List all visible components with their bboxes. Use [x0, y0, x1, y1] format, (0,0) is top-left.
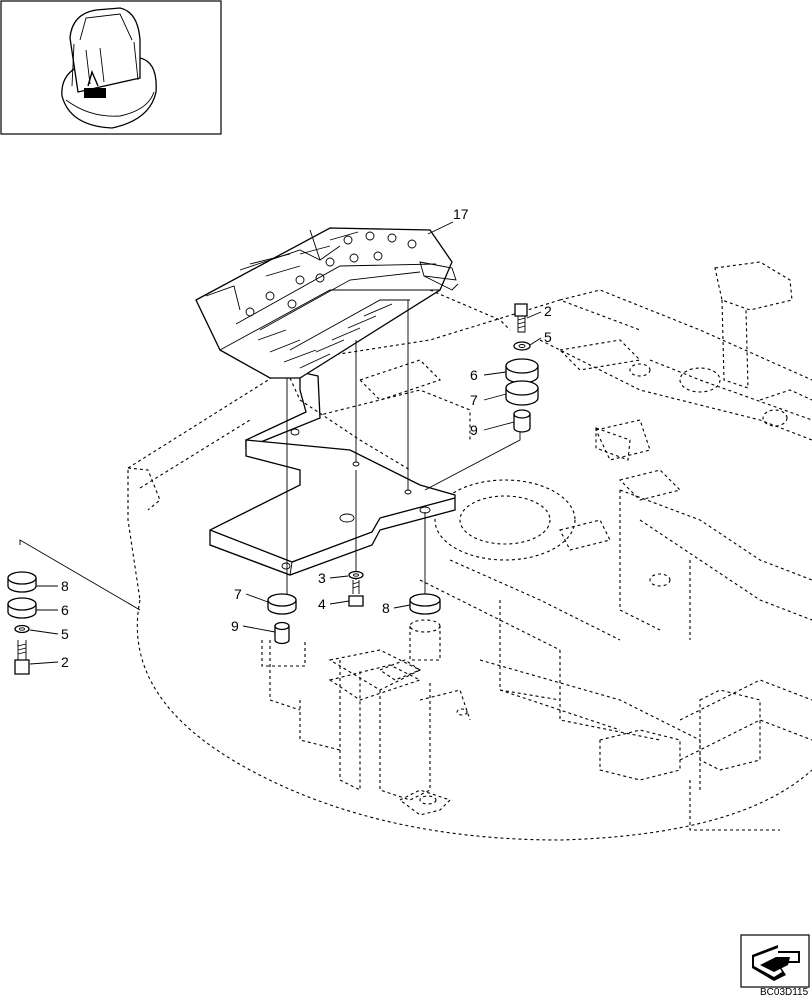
lower-mounts [261, 593, 441, 667]
callout-center-8: 8 [382, 600, 390, 616]
callout-leaders [29, 221, 542, 665]
callout-center-7: 7 [234, 586, 242, 602]
callout-right-5: 5 [544, 329, 552, 345]
center-fastener-stack [348, 570, 364, 607]
callout-labels: 17 2 5 6 7 9 3 4 7 9 8 8 6 5 2 [61, 206, 552, 670]
orientation-arrow-icon [740, 934, 810, 988]
left-mount-stack [7, 571, 37, 675]
callout-left-5: 5 [61, 626, 69, 642]
callout-center-3: 3 [318, 570, 326, 586]
callout-center-9: 9 [231, 618, 239, 634]
right-mount-stack [505, 303, 539, 433]
callout-left-8: 8 [61, 578, 69, 594]
callout-left-6: 6 [61, 602, 69, 618]
callout-right-6: 6 [470, 367, 478, 383]
control-valve-bank [195, 227, 459, 379]
mounting-plate [209, 371, 456, 576]
callout-17: 17 [453, 206, 469, 222]
assembly-lines [19, 289, 521, 611]
callout-right-9: 9 [470, 422, 478, 438]
excavator-location-icon [0, 0, 222, 135]
turntable-frame [127, 261, 812, 841]
figure-code: BC03D115 [760, 987, 809, 998]
callout-right-7: 7 [470, 392, 478, 408]
callout-left-2: 2 [61, 654, 69, 670]
callout-right-2: 2 [544, 303, 552, 319]
callout-center-4: 4 [318, 596, 326, 612]
